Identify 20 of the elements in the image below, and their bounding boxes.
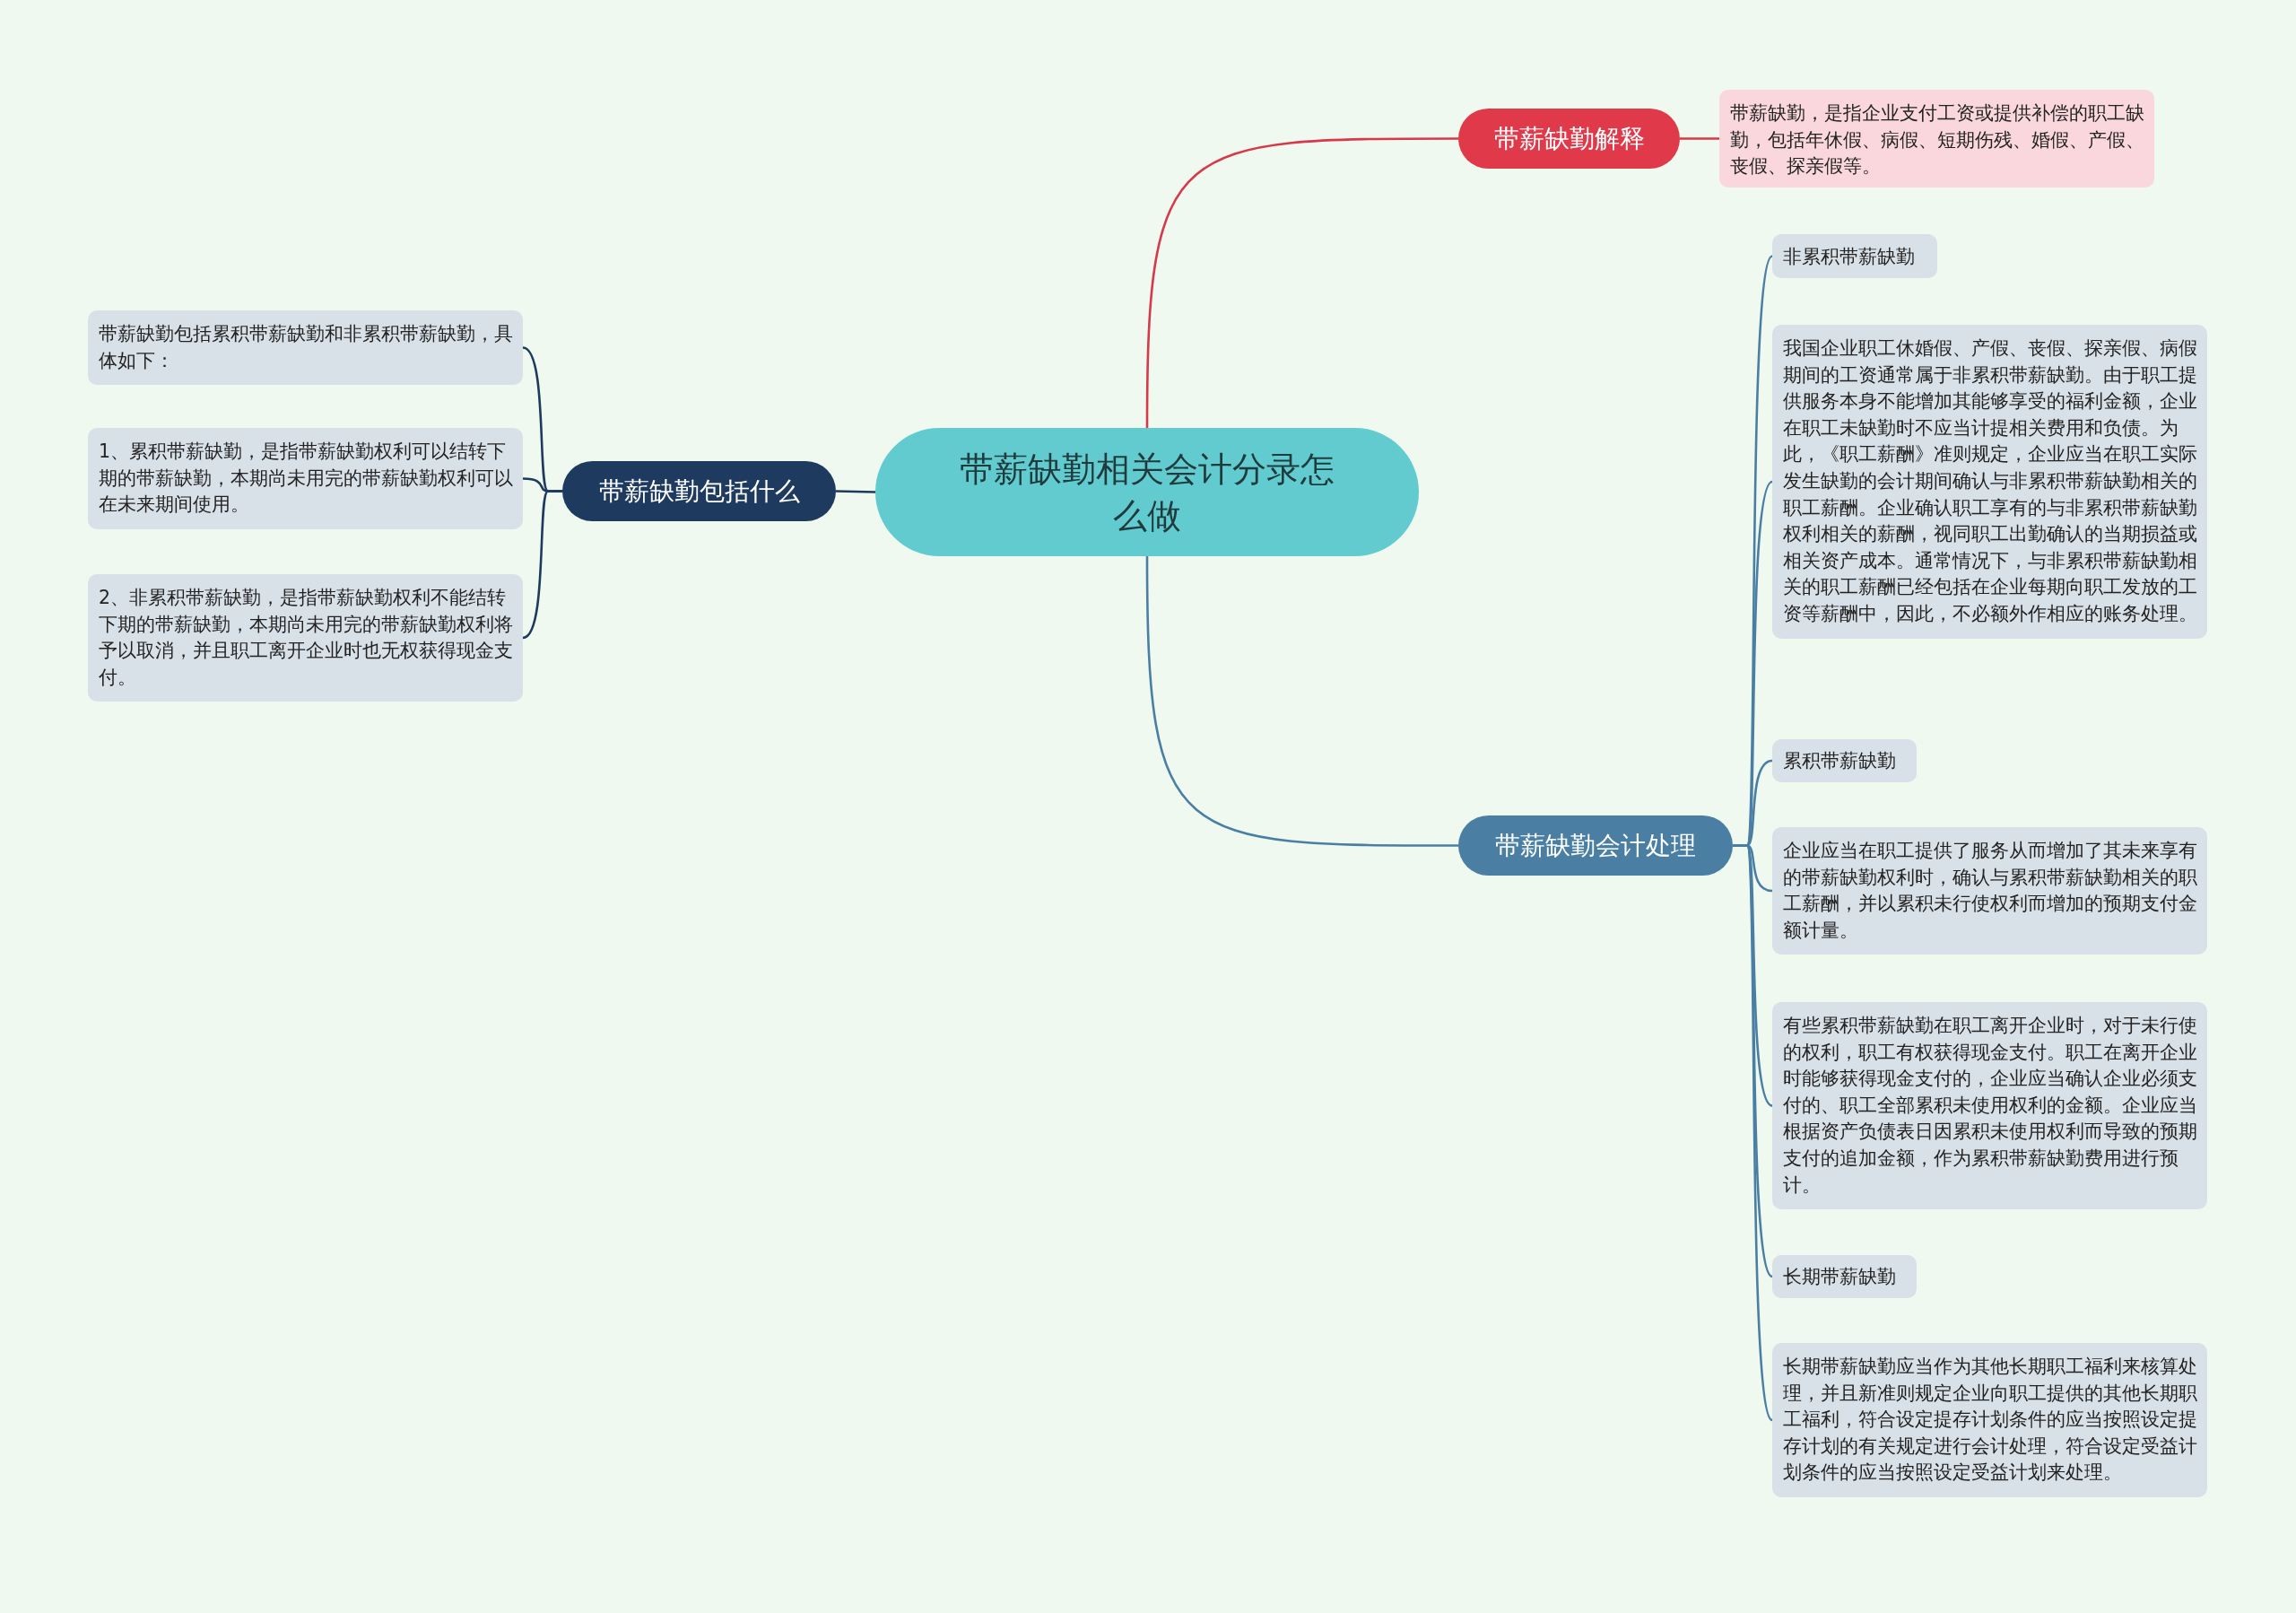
branch-line [1145,556,1458,847]
central-topic: 带薪缺勤相关会计分录怎么做 [875,428,1419,556]
topic-pill: 带薪缺勤解释 [1458,109,1680,169]
note-box: 企业应当在职工提供了服务从而增加了其未来享有的带薪缺勤权利时，确认与累积带薪缺勤相关的职工薪酬，并以累积未行使权利而增加的预期支付金额计量。 [1772,827,2207,955]
subtopic-box: 累积带薪缺勤 [1772,739,1917,782]
branch-line [1680,137,1719,140]
topic-pill: 带薪缺勤包括什么 [562,461,836,521]
subtopic-box: 非累积带薪缺勤 [1772,234,1937,278]
note-box: 带薪缺勤包括累积带薪缺勤和非累积带薪缺勤，具体如下： [88,310,523,386]
note-box: 带薪缺勤，是指企业支付工资或提供补偿的职工缺勤，包括年休假、病假、短期伤残、婚假、产假、丧假、探亲假等。 [1719,90,2154,187]
note-box: 我国企业职工休婚假、产假、丧假、探亲假、病假期间的工资通常属于非累积带薪缺勤。由于职工提供服务本身不能增加其能够享受的福利金额，企业在职工未缺勤时不应当计提相关费用和负债。为此，《职工薪酬》准则规定，企业应当在职工实际发生缺勤的会计期间确认与非累积带薪缺勤相关的职工薪酬。企业确认职工享有的与非累积带薪缺勤权利相关的薪酬，视同职工出勤确认的当期损益或相关资产成本。通常情况下，与非累积带薪缺勤相关的职工薪酬已经包括在企业每期向职工发放的工资等薪酬中，因此，不必额外作相应的账务处理。 [1772,325,2207,639]
note-box: 2、非累积带薪缺勤，是指带薪缺勤权利不能结转下期的带薪缺勤，本期尚未用完的带薪缺勤权利将予以取消，并且职工离开企业时也无权获得现金支付。 [88,574,523,702]
subtopic-box: 长期带薪缺勤 [1772,1255,1917,1298]
topic-pill: 带薪缺勤会计处理 [1458,815,1733,876]
branch-line [1145,137,1458,428]
branch-line [522,490,562,640]
note-box: 长期带薪缺勤应当作为其他长期职工福利来核算处理，并且新准则规定企业向职工提供的其他长期职工福利，符合设定提存计划条件的应当按照设定提存计划的有关规定进行会计处理，符合设定受益计划条件的应当按照设定受益计划来处理。 [1772,1343,2207,1497]
branch-line [835,490,876,493]
note-box: 1、累积带薪缺勤，是指带薪缺勤权利可以结转下期的带薪缺勤，本期尚未用完的带薪缺勤权利可以在未来期间使用。 [88,428,523,529]
note-box: 有些累积带薪缺勤在职工离开企业时，对于未行使的权利，职工有权获得现金支付。职工在离开企业时能够获得现金支付的，企业应当确认企业必须支付的、职工全部累积未使用权利的金额。企业应当根据资产负债表日因累积未使用权利而导致的预期支付的追加金额，作为累积带薪缺勤费用进行预计。 [1772,1002,2207,1210]
